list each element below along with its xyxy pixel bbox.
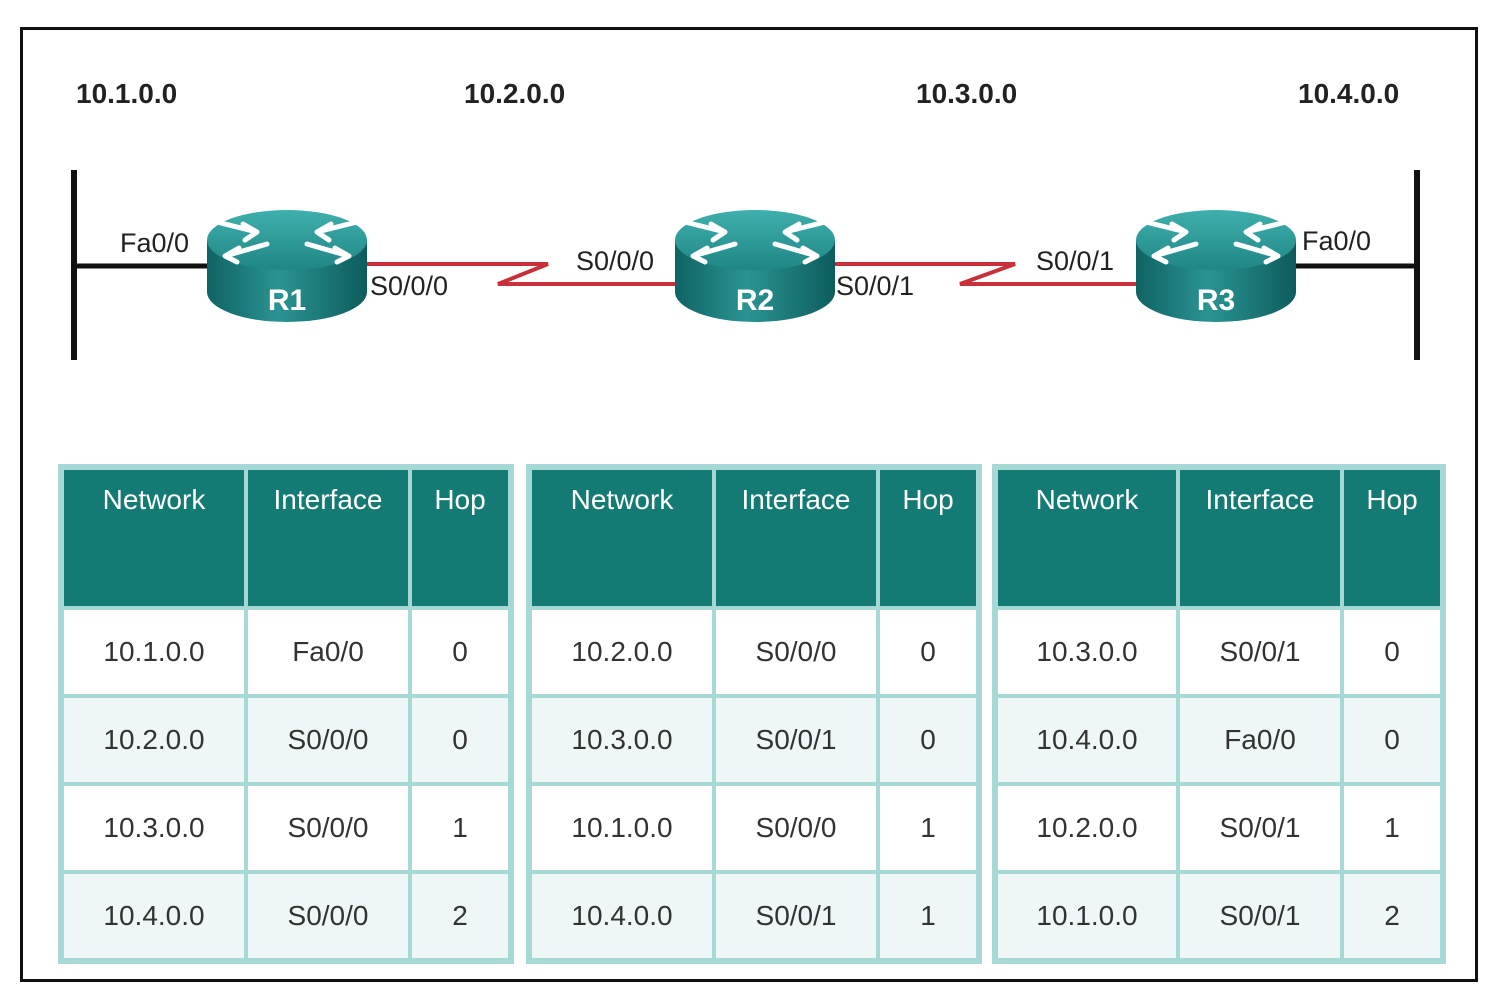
cell-hop: 0 — [878, 608, 978, 696]
cell-network: 10.1.0.0 — [62, 608, 246, 696]
cell-interface: S0/0/0 — [246, 696, 410, 784]
cell-hop: 1 — [1342, 784, 1442, 872]
router-r1-icon — [207, 210, 367, 322]
cell-interface: S0/0/1 — [714, 872, 878, 960]
r3-s0-0-1-label: S0/0/1 — [1036, 246, 1114, 276]
col-header-network: Network — [530, 468, 714, 608]
cell-network: 10.2.0.0 — [530, 608, 714, 696]
table-row: 10.4.0.0 Fa0/0 0 — [996, 696, 1442, 784]
cell-network: 10.2.0.0 — [996, 784, 1178, 872]
cell-hop: 0 — [1342, 608, 1442, 696]
cell-network: 10.3.0.0 — [62, 784, 246, 872]
routing-table-r2: Network Interface Hop 10.2.0.0 S0/0/0 0 … — [526, 464, 982, 964]
col-header-interface: Interface — [714, 468, 878, 608]
serial-link-r2-r3 — [832, 262, 1140, 286]
table-row: 10.2.0.0 S0/0/0 0 — [62, 696, 510, 784]
cell-network: 10.2.0.0 — [62, 696, 246, 784]
cell-network: 10.3.0.0 — [996, 608, 1178, 696]
network-label-2: 10.2.0.0 — [464, 78, 566, 109]
cell-hop: 1 — [878, 784, 978, 872]
cell-hop: 2 — [410, 872, 510, 960]
cell-interface: S0/0/1 — [714, 696, 878, 784]
router-r3-label: R3 — [1197, 284, 1235, 317]
col-header-hop: Hop — [410, 468, 510, 608]
cell-hop: 0 — [878, 696, 978, 784]
cell-hop: 1 — [878, 872, 978, 960]
table-row: 10.1.0.0 S0/0/1 2 — [996, 872, 1442, 960]
router-r2-label: R2 — [736, 284, 774, 317]
cell-hop: 0 — [410, 696, 510, 784]
col-header-network: Network — [996, 468, 1178, 608]
cell-interface: S0/0/0 — [246, 784, 410, 872]
diagram-frame — [20, 27, 1478, 982]
r1-s0-0-0-label: S0/0/0 — [370, 271, 448, 301]
cell-network: 10.3.0.0 — [530, 696, 714, 784]
router-r3-icon — [1136, 210, 1296, 322]
cell-interface: Fa0/0 — [246, 608, 410, 696]
table-row: 10.3.0.0 S0/0/0 1 — [62, 784, 510, 872]
serial-link-r1-r2 — [365, 262, 682, 286]
table-row: 10.2.0.0 S0/0/1 1 — [996, 784, 1442, 872]
cell-interface: S0/0/1 — [1178, 872, 1342, 960]
table-row: 10.1.0.0 S0/0/0 1 — [530, 784, 978, 872]
network-topology: R1 R2 R3 Fa0/0 S0/0/0 S0/0/0 S0/0/1 S0/0… — [71, 170, 1420, 360]
cell-interface: S0/0/0 — [714, 784, 878, 872]
r1-fa0-0-label: Fa0/0 — [120, 228, 189, 258]
cell-interface: S0/0/0 — [246, 872, 410, 960]
routing-table-r1: Network Interface Hop 10.1.0.0 Fa0/0 0 1… — [58, 464, 514, 964]
network-label-4: 10.4.0.0 — [1298, 78, 1400, 109]
col-header-interface: Interface — [1178, 468, 1342, 608]
col-header-interface: Interface — [246, 468, 410, 608]
router-r1-label: R1 — [268, 284, 306, 317]
routing-table-r3: Network Interface Hop 10.3.0.0 S0/0/1 0 … — [992, 464, 1446, 964]
cell-network: 10.1.0.0 — [996, 872, 1178, 960]
r3-fa0-0-label: Fa0/0 — [1302, 226, 1371, 256]
table-row: 10.3.0.0 S0/0/1 0 — [996, 608, 1442, 696]
cell-hop: 1 — [410, 784, 510, 872]
table-row: 10.4.0.0 S0/0/1 1 — [530, 872, 978, 960]
col-header-hop: Hop — [1342, 468, 1442, 608]
cell-interface: S0/0/0 — [714, 608, 878, 696]
router-r2-icon — [675, 210, 835, 322]
table-row: 10.1.0.0 Fa0/0 0 — [62, 608, 510, 696]
table-row: 10.3.0.0 S0/0/1 0 — [530, 696, 978, 784]
network-label-1: 10.1.0.0 — [76, 78, 178, 109]
cell-hop: 0 — [410, 608, 510, 696]
r2-s0-0-0-label: S0/0/0 — [576, 246, 654, 276]
cell-network: 10.1.0.0 — [530, 784, 714, 872]
table-row: 10.4.0.0 S0/0/0 2 — [62, 872, 510, 960]
cell-network: 10.4.0.0 — [996, 696, 1178, 784]
col-header-network: Network — [62, 468, 246, 608]
r2-s0-0-1-label: S0/0/1 — [836, 271, 914, 301]
cell-interface: S0/0/1 — [1178, 608, 1342, 696]
cell-interface: S0/0/1 — [1178, 784, 1342, 872]
cell-network: 10.4.0.0 — [62, 872, 246, 960]
cell-interface: Fa0/0 — [1178, 696, 1342, 784]
network-label-3: 10.3.0.0 — [916, 78, 1018, 109]
table-row: 10.2.0.0 S0/0/0 0 — [530, 608, 978, 696]
cell-hop: 2 — [1342, 872, 1442, 960]
col-header-hop: Hop — [878, 468, 978, 608]
cell-network: 10.4.0.0 — [530, 872, 714, 960]
cell-hop: 0 — [1342, 696, 1442, 784]
